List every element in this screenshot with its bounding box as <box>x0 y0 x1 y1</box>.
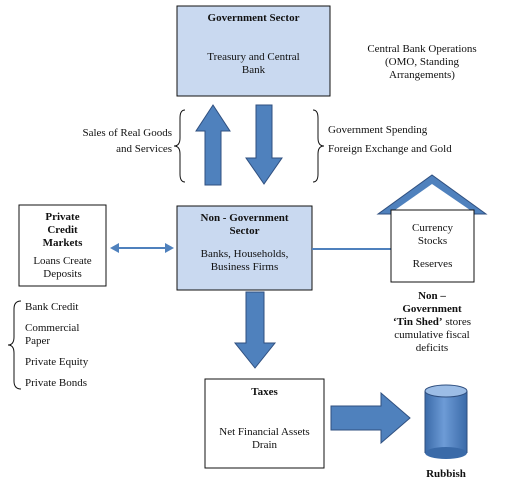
shed-reserves: Reserves <box>412 258 453 270</box>
taxes-line1: Net Financial Assets <box>219 426 310 438</box>
private-credit-title1: Private <box>45 211 80 223</box>
non-government-title2: Sector <box>229 225 260 237</box>
credit-list-item: Paper <box>25 335 51 347</box>
credit-list-item: Bank Credit <box>25 301 79 313</box>
non-government-line2: Business Firms <box>210 261 279 273</box>
taxes-down-arrow <box>233 291 277 369</box>
taxes-title: Taxes <box>251 386 278 398</box>
cb-operations-line1: Central Bank Operations <box>367 43 477 55</box>
private-credit-title3: Markets <box>42 237 83 249</box>
credit-double-arrow <box>110 243 174 253</box>
cb-operations-line3: Arrangements) <box>389 69 455 81</box>
down-arrow <box>245 104 283 185</box>
left-brace <box>173 109 186 183</box>
rubbish-bin-icon <box>424 384 468 459</box>
credit-list-item: Private Bonds <box>25 377 88 389</box>
shed-stocks: Stocks <box>417 235 448 247</box>
taxes-box <box>204 378 325 469</box>
shed-caption-line4: cumulative fiscal <box>394 329 470 341</box>
government-sector-box <box>176 5 331 97</box>
private-credit-line1: Loans Create <box>33 255 92 267</box>
cb-operations-line2: (OMO, Standing <box>385 56 459 68</box>
tin-shed <box>376 174 488 283</box>
shed-caption-line5: deficits <box>415 342 449 354</box>
credit-list-brace <box>7 300 22 390</box>
non-government-line1: Banks, Households, <box>200 248 289 260</box>
credit-list-item: Commercial <box>25 322 80 334</box>
shed-currency: Currency <box>412 222 453 234</box>
non-government-title1: Non - Government <box>200 212 289 224</box>
government-sector-line2: Bank <box>241 64 266 76</box>
credit-list-item: Private Equity <box>25 356 89 368</box>
shed-caption-bold: ‘Tin Shed’ <box>392 316 443 328</box>
right-brace <box>312 109 325 183</box>
shed-caption-rest: stores <box>442 316 472 328</box>
private-credit-box <box>18 204 107 287</box>
left-flow-line1: Sales of Real Goods <box>82 127 172 139</box>
left-flow-line2: and Services <box>116 143 172 155</box>
shed-caption-line1: Non – <box>418 290 446 302</box>
government-sector-title: Government Sector <box>207 12 300 24</box>
government-sector-line1: Treasury and Central <box>207 51 300 63</box>
right-flow-line1: Government Spending <box>328 124 428 136</box>
private-credit-line2: Deposits <box>43 268 82 280</box>
shed-caption-line2: Government <box>402 303 462 315</box>
rubbish-label: Rubbish <box>426 468 466 480</box>
shed-caption-line3: ‘Tin Shed’ stores <box>366 316 498 329</box>
private-credit-title2: Credit <box>47 224 78 236</box>
rubbish-arrow <box>330 391 411 445</box>
up-arrow <box>195 104 231 186</box>
non-government-box <box>176 205 313 291</box>
right-flow-line2: Foreign Exchange and Gold <box>328 143 452 155</box>
taxes-line2: Drain <box>251 439 278 451</box>
